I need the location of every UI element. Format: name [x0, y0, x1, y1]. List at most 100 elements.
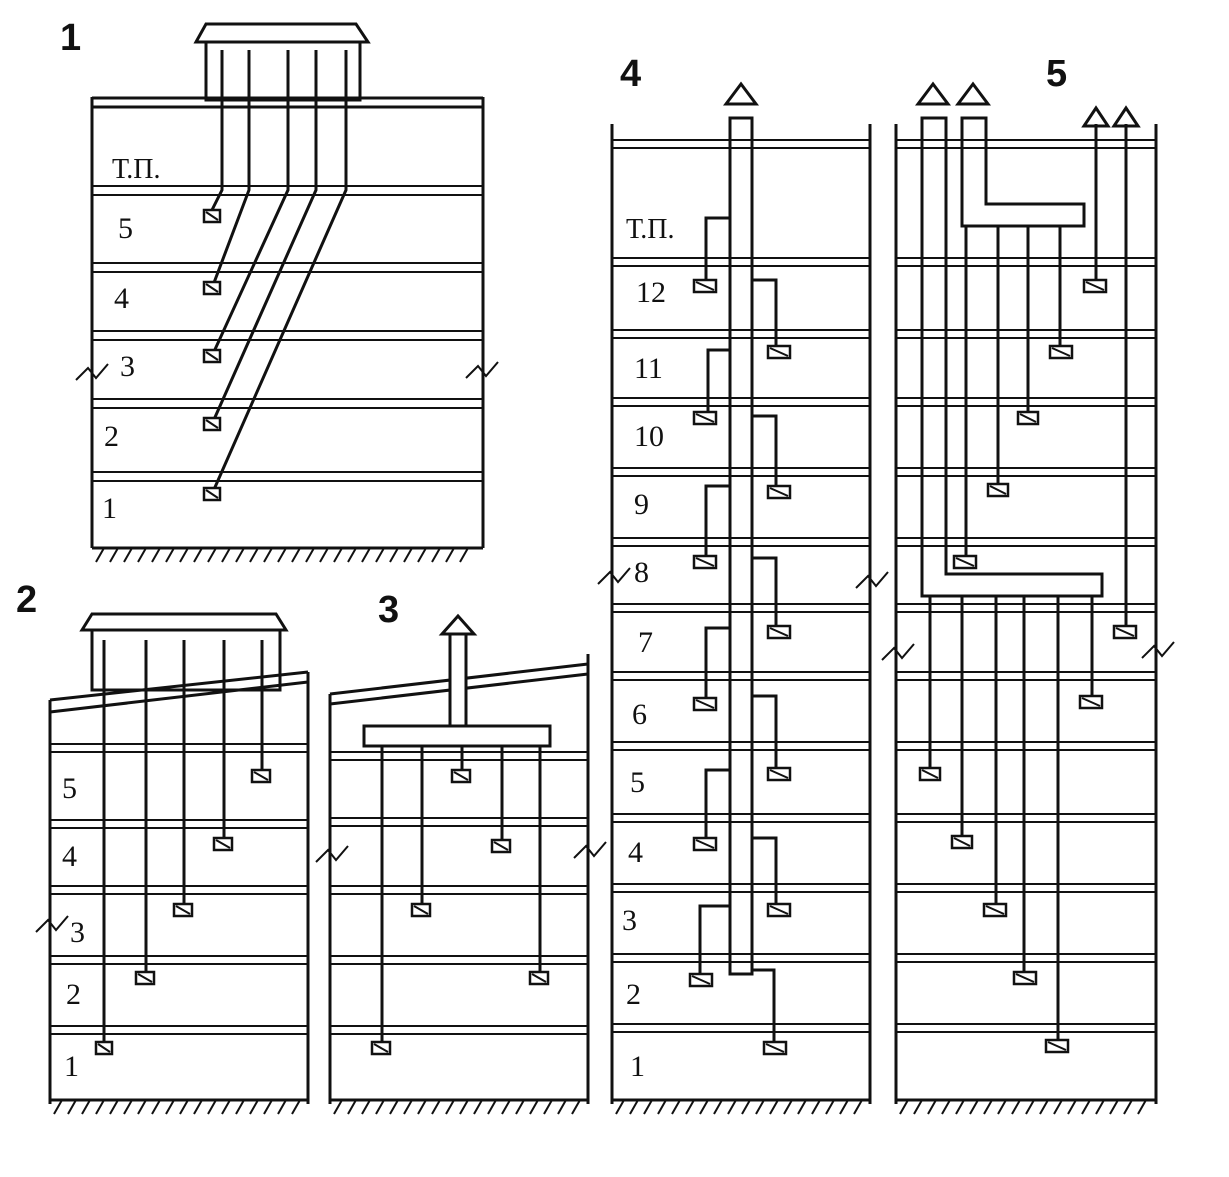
- floor-slabs: [330, 751, 588, 1035]
- floor-label: 2: [66, 978, 81, 1011]
- floor-label: 1: [64, 1050, 79, 1083]
- grilles: [688, 278, 792, 1056]
- ground-hatch: [612, 1098, 870, 1115]
- floor-label: 5: [62, 772, 77, 805]
- scheme-4-label: 4: [620, 53, 641, 95]
- scheme-4: 4: [597, 53, 889, 1115]
- break-mark-left: [597, 567, 631, 585]
- scheme-2: 2: [16, 579, 310, 1115]
- break-mark-left: [315, 845, 349, 863]
- exhaust-grille: [172, 902, 194, 918]
- duct-lines: [928, 124, 1128, 1042]
- exhaust-grille: [692, 696, 718, 712]
- floor-label: 4: [62, 840, 77, 873]
- vent-head: [438, 613, 478, 636]
- scheme-2-label: 2: [16, 579, 37, 621]
- exhaust-grille: [410, 902, 432, 918]
- exhaust-grille: [950, 834, 974, 850]
- exhaust-grille: [766, 766, 792, 782]
- exhaust-grille: [134, 970, 156, 986]
- floor-slabs: [896, 139, 1156, 1033]
- floor-label: 7: [638, 626, 653, 659]
- vent-head: [955, 81, 991, 106]
- ground-hatch: [330, 1098, 588, 1115]
- exhaust-grille: [450, 768, 472, 784]
- exhaust-grille: [688, 972, 714, 988]
- vent-head: [1111, 105, 1141, 128]
- exhaust-grille: [692, 836, 718, 852]
- floor-label: 3: [622, 904, 637, 937]
- grilles: [202, 208, 222, 502]
- floor-label: 4: [628, 836, 643, 869]
- exhaust-grille: [202, 416, 222, 432]
- break-mark-right: [855, 571, 889, 589]
- grilles: [918, 278, 1138, 1054]
- exhaust-grille: [766, 344, 792, 360]
- exhaust-grille: [762, 1040, 788, 1056]
- break-mark-left: [35, 915, 69, 933]
- scheme-5: 5: [881, 53, 1175, 1115]
- exhaust-grille: [766, 624, 792, 640]
- floor-label: 2: [104, 420, 119, 453]
- exhaust-grille: [212, 836, 234, 852]
- ground-hatch: [92, 546, 483, 563]
- scheme-3: 3: [315, 589, 607, 1115]
- floor-label: 3: [120, 350, 135, 383]
- exhaust-grille: [250, 768, 272, 784]
- exhaust-grille: [692, 278, 718, 294]
- exhaust-grille: [1012, 970, 1038, 986]
- floor-label: 2: [626, 978, 641, 1011]
- vent-head: [915, 81, 951, 106]
- exhaust-grille: [1048, 344, 1074, 360]
- scheme-3-label: 3: [378, 589, 399, 631]
- floor-label: 1: [102, 492, 117, 525]
- exhaust-grille: [1044, 1038, 1070, 1054]
- roof-shaft: [204, 40, 362, 102]
- duct-lines: [698, 216, 778, 1042]
- floor-label: 10: [634, 420, 664, 453]
- ground-hatch: [50, 1098, 308, 1115]
- break-mark-left: [75, 363, 109, 381]
- floor-label: 3: [70, 916, 85, 949]
- floor-label: 12: [636, 276, 666, 309]
- floor-slabs: [612, 139, 870, 1033]
- scheme-1: 1: [60, 17, 499, 563]
- break-mark-right: [1141, 641, 1175, 659]
- roof-cap: [79, 612, 289, 632]
- exhaust-grille: [1082, 278, 1108, 294]
- exhaust-grille: [692, 410, 718, 426]
- exhaust-grille: [202, 208, 222, 224]
- ground-hatch: [896, 1098, 1156, 1115]
- exhaust-grille: [952, 554, 978, 570]
- break-mark-right: [465, 361, 499, 379]
- exhaust-grille: [766, 902, 792, 918]
- break-mark-left: [881, 643, 915, 661]
- duct-lines: [210, 50, 348, 495]
- exhaust-grille: [490, 838, 512, 854]
- break-mark-right: [573, 841, 607, 859]
- floor-label: 6: [632, 698, 647, 731]
- exhaust-grille: [202, 348, 222, 364]
- duct-lines: [380, 746, 542, 1044]
- collector-duct: [362, 724, 552, 748]
- exhaust-grille: [370, 1040, 392, 1056]
- upper-collector-duct: [960, 116, 1086, 228]
- floor-label: 1: [630, 1050, 645, 1083]
- roof-cap: [193, 22, 371, 44]
- grilles: [94, 768, 272, 1056]
- exhaust-grille: [94, 1040, 114, 1056]
- lower-collector-duct: [920, 116, 1104, 598]
- scheme-1-label: 1: [60, 17, 81, 59]
- roof-shaft: [90, 628, 282, 692]
- exhaust-grille: [692, 554, 718, 570]
- floor-label: 5: [118, 212, 133, 245]
- floor-label: 11: [634, 352, 663, 385]
- exhaust-grille: [986, 482, 1010, 498]
- exhaust-grille: [202, 280, 222, 296]
- exhaust-grille: [202, 486, 222, 502]
- duct-lines: [102, 640, 264, 1044]
- floor-label: Т.П.: [112, 154, 161, 185]
- floor-slabs: [50, 743, 308, 1035]
- vent-head: [1081, 105, 1111, 128]
